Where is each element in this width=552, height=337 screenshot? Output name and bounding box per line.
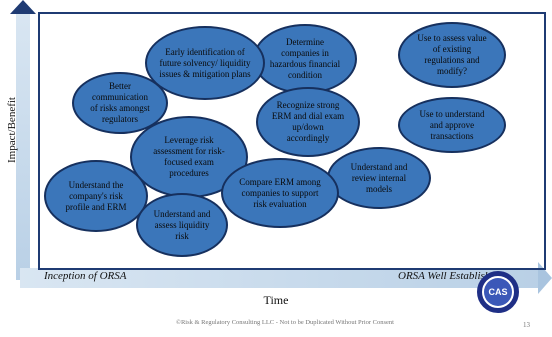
- bubble-internal-models: Understand and review internal models: [327, 147, 431, 209]
- bubble-recognize-strong-erm: Recognize strong ERM and dial exam up/do…: [256, 87, 360, 157]
- x-axis-arrow: [20, 268, 540, 288]
- x-axis-arrowhead: [538, 262, 552, 294]
- y-axis-arrow: [16, 10, 30, 280]
- cas-logo: CAS: [477, 271, 519, 313]
- bubble-early-identification: Early identification of future solvency/…: [145, 26, 265, 100]
- bubble-liquidity-risk: Understand and assess liquidity risk: [136, 193, 228, 257]
- bubble-better-communication: Better communication of risks amongst re…: [72, 72, 168, 134]
- bubble-risk-profile: Understand the company's risk profile an…: [44, 160, 148, 232]
- bubble-compare-erm: Compare ERM among companies to support r…: [221, 158, 339, 228]
- bubble-determine-hazardous: Determine companies in hazardous financi…: [253, 24, 357, 94]
- bubble-approve-transactions: Use to understand and approve transactio…: [398, 97, 506, 153]
- x-axis-right-label: ORSA Well Established: [398, 270, 501, 282]
- page-number: 13: [523, 321, 530, 329]
- footer-copyright: ©Risk & Regulatory Consulting LLC - Not …: [176, 319, 394, 326]
- diagram-frame: [38, 12, 546, 270]
- cas-logo-text: CAS: [484, 278, 512, 306]
- x-axis-left-label: Inception of ORSA: [44, 270, 127, 282]
- y-axis-arrowhead: [10, 0, 36, 14]
- y-axis-label: Impact/Benefit: [6, 97, 18, 163]
- x-axis-title: Time: [263, 293, 289, 307]
- bubble-assess-regulations: Use to assess value of existing regulati…: [398, 22, 506, 88]
